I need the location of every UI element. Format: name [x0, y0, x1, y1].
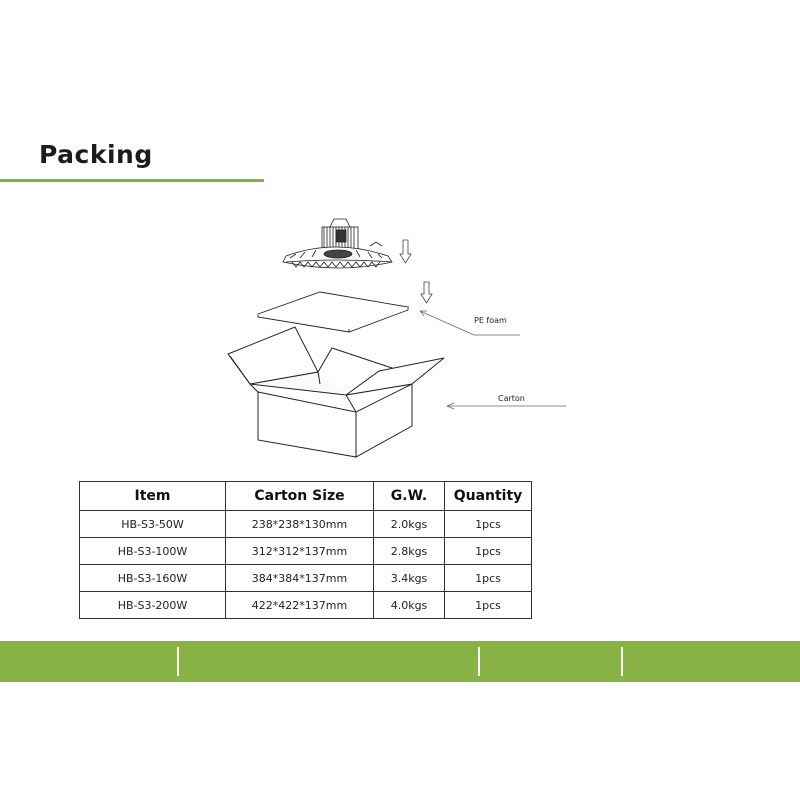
cell-carton-size: 238*238*130mm — [225, 510, 374, 538]
column-header-gross-weight: G.W. — [373, 481, 445, 511]
table-row: HB-S3-100W 312*312*137mm 2.8kgs 1pcs — [79, 537, 532, 565]
title-underline — [0, 179, 264, 182]
carton-label: Carton — [498, 394, 525, 403]
footer-divider — [478, 647, 480, 676]
cell-carton-size: 312*312*137mm — [225, 537, 374, 565]
cell-gross-weight: 4.0kgs — [373, 591, 445, 619]
down-arrow-icon — [399, 239, 412, 264]
carton-box-icon — [227, 326, 445, 458]
cell-item: HB-S3-160W — [79, 564, 226, 592]
table-header-row: Item Carton Size G.W. Quantity — [79, 481, 532, 511]
cell-gross-weight: 2.0kgs — [373, 510, 445, 538]
pe-foam-pointer — [419, 310, 520, 336]
table-row: HB-S3-200W 422*422*137mm 4.0kgs 1pcs — [79, 591, 532, 619]
cell-gross-weight: 3.4kgs — [373, 564, 445, 592]
cell-quantity: 1pcs — [444, 564, 532, 592]
cell-carton-size: 384*384*137mm — [225, 564, 374, 592]
packing-spec-table: Item Carton Size G.W. Quantity HB-S3-50W… — [79, 481, 532, 619]
cell-item: HB-S3-50W — [79, 510, 226, 538]
footer-divider — [177, 647, 179, 676]
column-header-item: Item — [79, 481, 226, 511]
footer-divider — [621, 647, 623, 676]
page-title: Packing — [39, 140, 153, 169]
carton-pointer — [446, 402, 566, 410]
down-arrow-icon — [420, 281, 433, 304]
cell-item: HB-S3-100W — [79, 537, 226, 565]
cell-quantity: 1pcs — [444, 591, 532, 619]
column-header-carton-size: Carton Size — [225, 481, 374, 511]
cell-carton-size: 422*422*137mm — [225, 591, 374, 619]
cell-quantity: 1pcs — [444, 537, 532, 565]
column-header-quantity: Quantity — [444, 481, 532, 511]
packing-diagram: PE foam Carton — [227, 218, 566, 458]
high-bay-lamp-icon — [282, 218, 393, 269]
pe-foam-sheet-icon — [257, 291, 410, 333]
table-row: HB-S3-160W 384*384*137mm 3.4kgs 1pcs — [79, 564, 532, 592]
cell-gross-weight: 2.8kgs — [373, 537, 445, 565]
pe-foam-label: PE foam — [474, 316, 507, 325]
cell-quantity: 1pcs — [444, 510, 532, 538]
footer-band — [0, 641, 800, 682]
cell-item: HB-S3-200W — [79, 591, 226, 619]
table-row: HB-S3-50W 238*238*130mm 2.0kgs 1pcs — [79, 510, 532, 538]
